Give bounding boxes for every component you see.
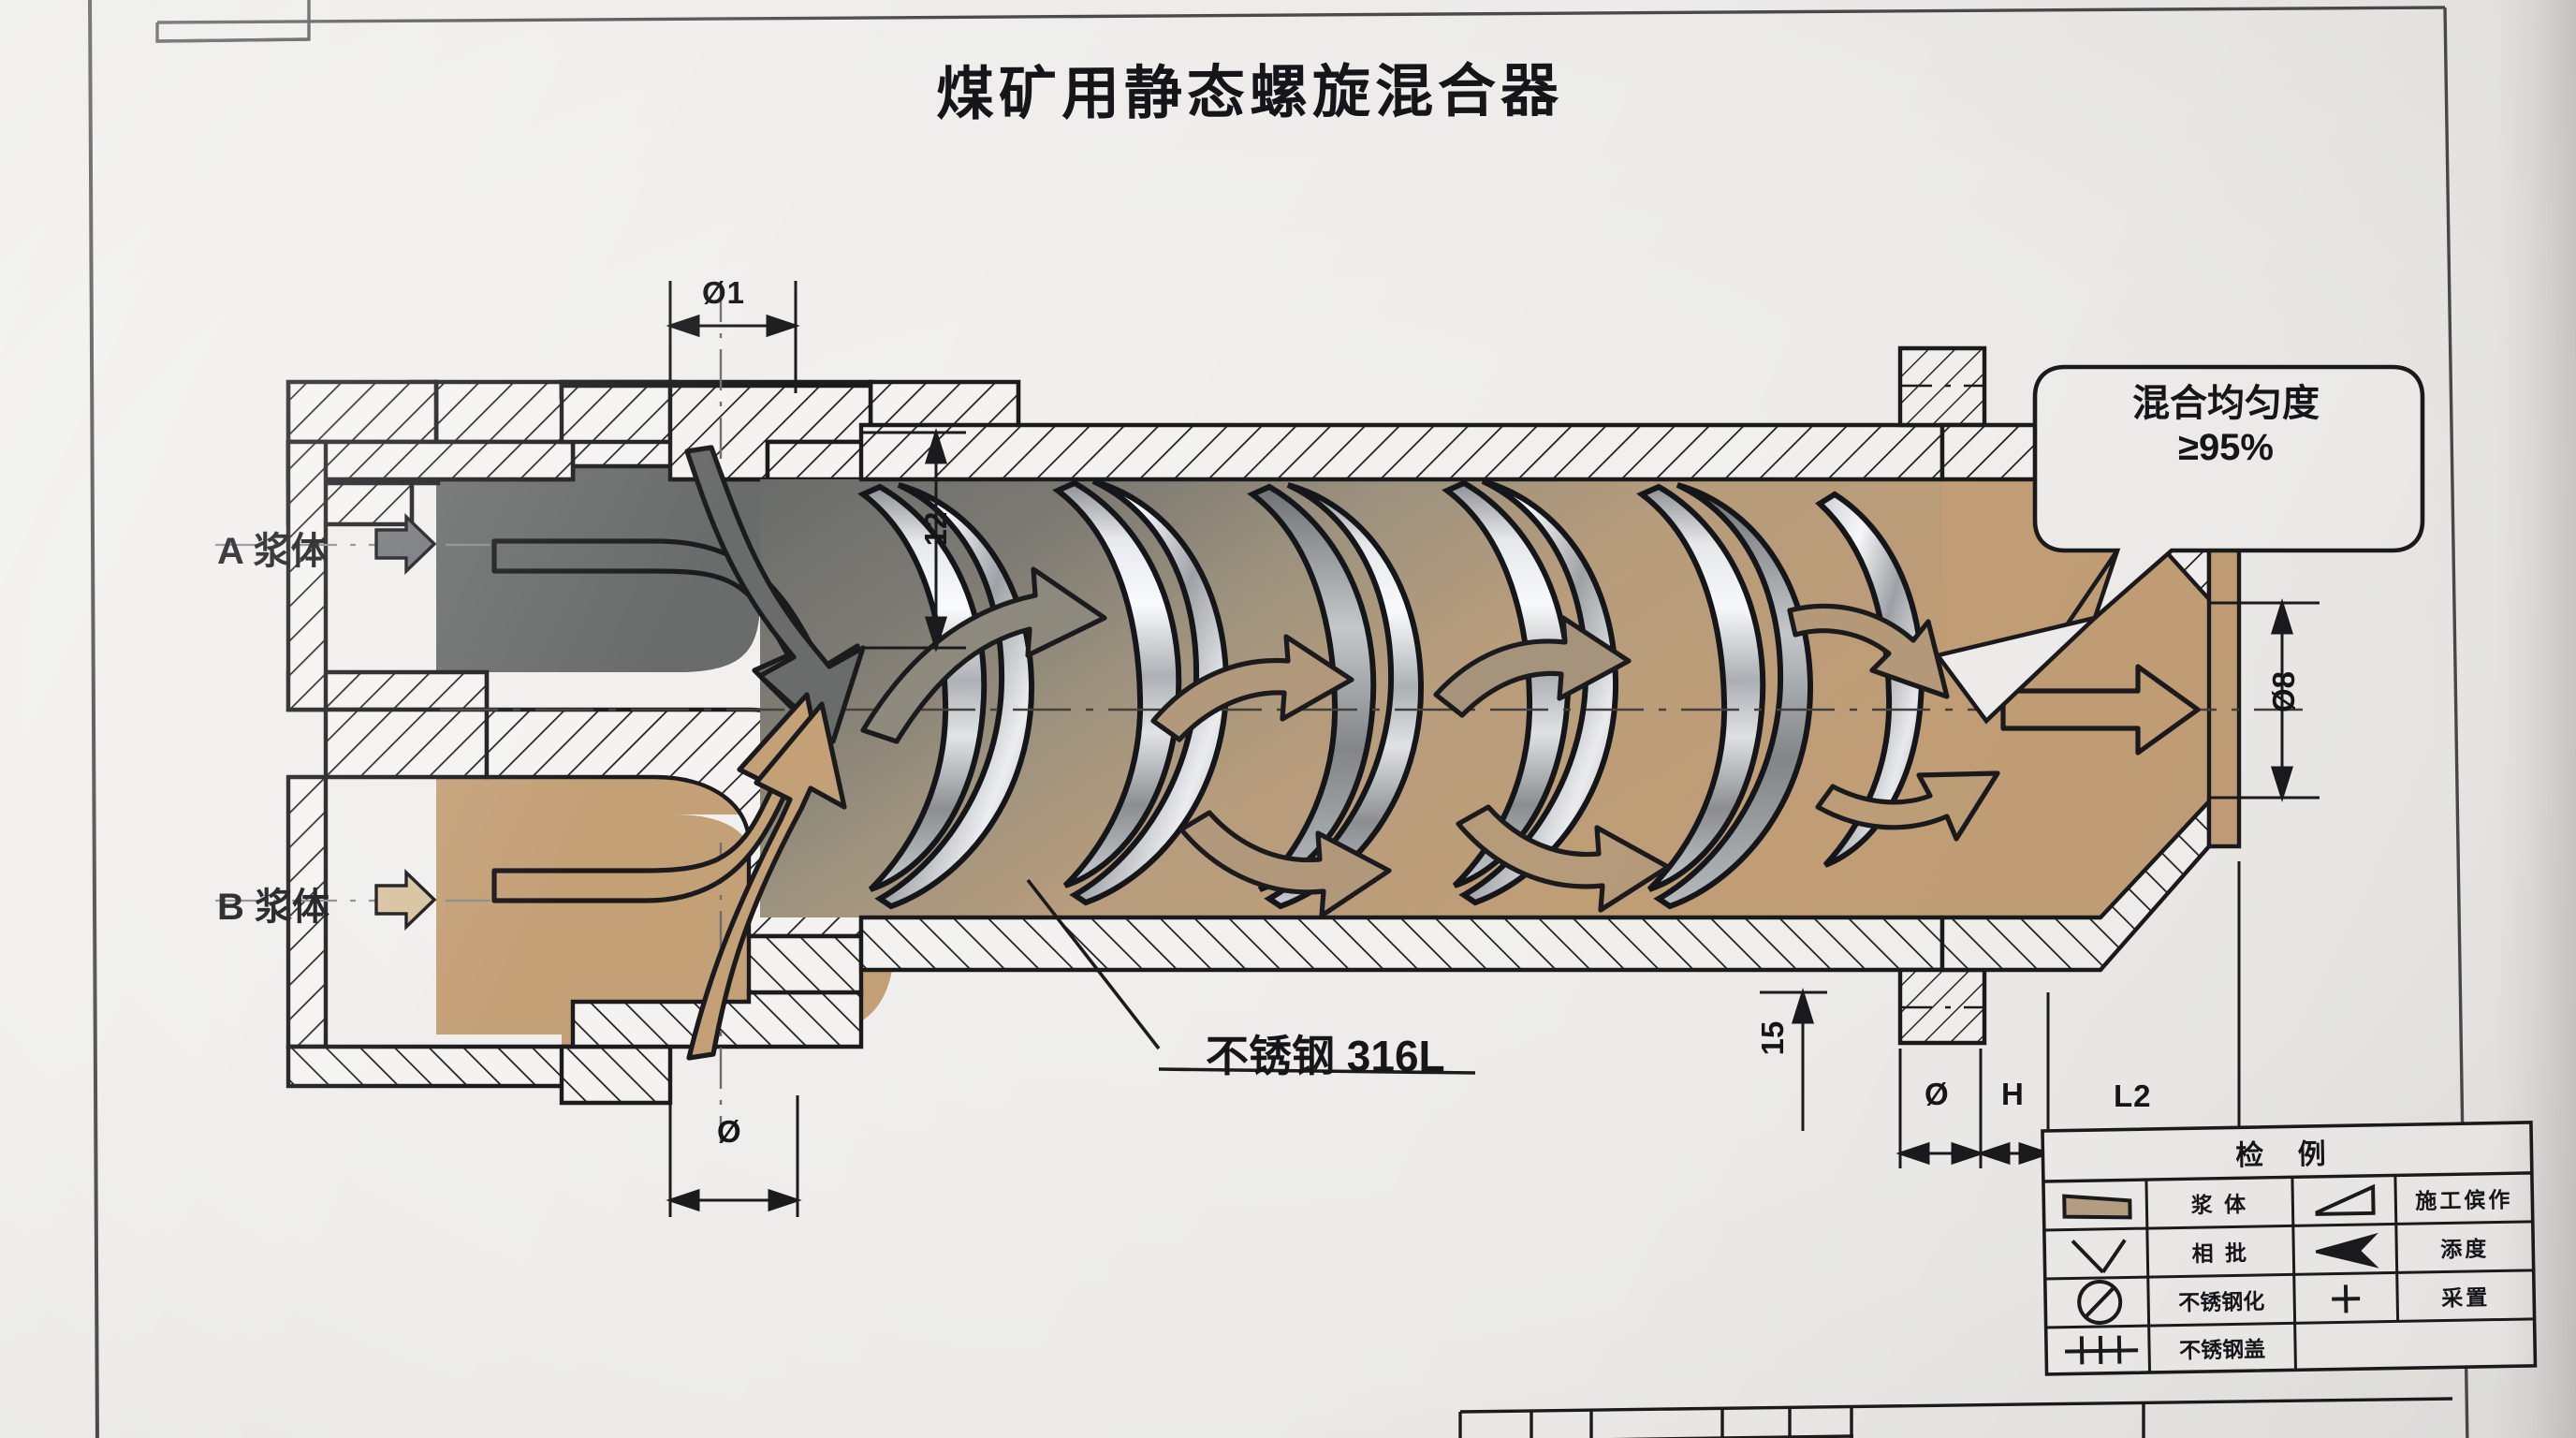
sheet-frame [88,0,2469,1438]
legend-text-layer: 检 例 浆 体 施工傧作 相 批 添度 不锈钢化 采置 不锈钢盖 [2042,1123,2535,1374]
flow-arrows [491,445,2201,1061]
legend-label-left-0: 浆 体 [2190,1192,2249,1218]
inlet-a-arrow-icon [374,513,437,575]
trapezoid-icon [2315,1183,2376,1216]
legend-label-left-3: 不锈钢盖 [2178,1336,2266,1363]
dim-port-diameter: Ø [1925,1077,1950,1111]
dim-inlet-bore-diameter: Ø1 [702,275,746,310]
callout-line-2: ≥95% [2177,427,2274,469]
dim-inlet-flange-height: 12 [918,511,953,547]
slurry-wedge-icon [2062,1194,2132,1220]
circle-slash-icon-bar [2085,1286,2115,1318]
legend-table [2041,1121,2538,1376]
circle-slash-icon-ring [2077,1279,2123,1325]
hatch-bar-icon [2065,1335,2139,1365]
vee-icon [2071,1239,2127,1274]
dim-lower-port-offset: 15 [1755,1020,1790,1056]
legend-label-right-0: 施工傧作 [2415,1187,2513,1214]
legend-label-left-1: 相 批 [2191,1240,2250,1267]
uniformity-callout-text: 混合均匀度 ≥95% [2071,382,2380,470]
inlet-a-label: A 浆体 [217,531,329,572]
left-arrowhead-icon [2315,1232,2379,1269]
callout-pointer [1934,613,2102,725]
outlet-end-face [2206,546,2242,849]
legend-title: 检 例 [2235,1138,2339,1172]
drawing-title: 煤矿用静态螺旋混合器 [935,58,1564,128]
dim-port-height: H [2001,1077,2025,1111]
inlet-b-arrow-icon [374,869,437,931]
legend-label-right-1: 添度 [2440,1236,2490,1262]
dim-outlet-length: L2 [2114,1078,2152,1113]
plus-icon [2332,1284,2361,1313]
title-block-grid [1458,1397,2453,1438]
inlet-b-label: B 浆体 [217,887,329,928]
static-mixer-helix [857,479,1925,910]
legend-label-right-2: 采置 [2440,1284,2491,1311]
legend-label-left-2: 不锈钢化 [2177,1288,2265,1315]
material-label: 不锈钢 316L [1206,1032,1445,1080]
dim-inlet-port-diameter-lower: Ø [717,1114,742,1149]
material-leader [1026,878,1476,1075]
pipe-wall-bottom [858,915,1945,973]
slurry-b-stream-upper [436,777,895,936]
callout-line-1: 混合均匀度 [2132,383,2320,424]
dimension-lines [666,281,2320,1217]
dim-outlet-body-diameter: Ø8 [2266,670,2301,713]
pipe-wall-top [858,422,1945,482]
mixer-assembly [215,281,2425,1217]
